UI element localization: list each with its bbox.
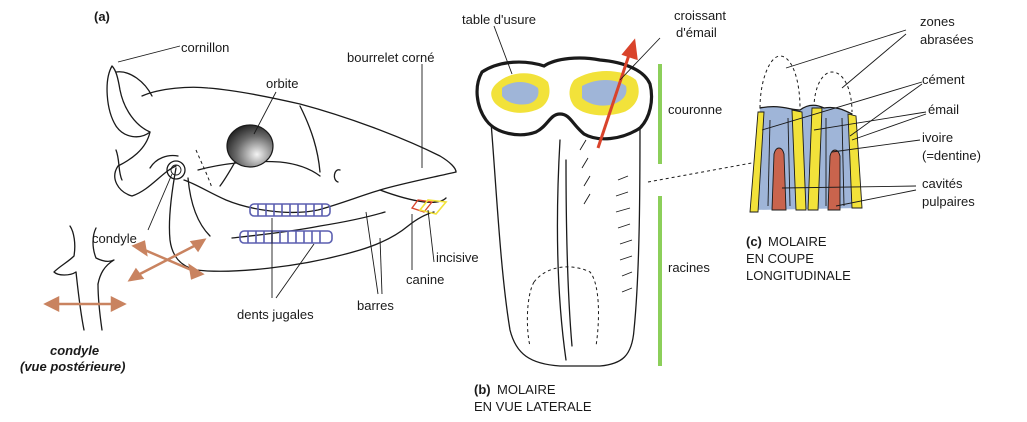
cement-label: cément (922, 72, 965, 87)
bourrelet-label: bourrelet corné (347, 50, 434, 65)
dents-jugales-label: dents jugales (237, 307, 314, 322)
croissant-sublabel: d'émail (676, 25, 717, 40)
crown-zone-bar (658, 64, 662, 164)
couronne-label: couronne (668, 102, 722, 117)
skull-drawing (107, 66, 456, 280)
table-usure-label: table d'usure (462, 12, 536, 27)
croissant-label: croissant (674, 8, 726, 23)
cornillon-label: cornillon (181, 40, 229, 55)
condyle-view-label: condyle (50, 343, 99, 358)
barres-label: barres (357, 298, 394, 313)
panel-c-caption-3: LONGITUDINALE (746, 268, 851, 283)
cavites-label: cavités (922, 176, 963, 191)
racines-label: racines (668, 260, 710, 275)
zones-label: zones (920, 14, 955, 29)
zones-sublabel: abrasées (920, 32, 974, 47)
root-zone-bar (658, 196, 662, 366)
orbit-shape (227, 125, 273, 167)
molar-section-drawing (750, 56, 862, 212)
ivoire-sublabel: (=dentine) (922, 148, 981, 163)
incisive-label: incisive (436, 250, 479, 265)
jaw-movement-arrows (130, 240, 204, 280)
condyle-view-sublabel: (vue postérieure) (20, 359, 125, 374)
email-label: émail (928, 102, 959, 117)
panel-a-letter: (a) (94, 9, 110, 24)
cavites-sublabel: pulpaires (922, 194, 975, 209)
panel-c-caption: MOLAIRE (768, 234, 827, 249)
panel-b-letter: (b) (474, 382, 491, 397)
panel-c-letter: (c) (746, 234, 762, 249)
canine-label: canine (406, 272, 444, 287)
panel-c-caption-2: EN COUPE (746, 251, 814, 266)
lower-cheek-teeth (240, 231, 332, 243)
orbite-label: orbite (266, 76, 299, 91)
condyle-label: condyle (92, 231, 137, 246)
panel-b-caption-2: EN VUE LATERALE (474, 399, 592, 414)
panel-b-caption: MOLAIRE (497, 382, 556, 397)
molar-lateral-drawing (477, 42, 651, 366)
ivoire-label: ivoire (922, 130, 953, 145)
